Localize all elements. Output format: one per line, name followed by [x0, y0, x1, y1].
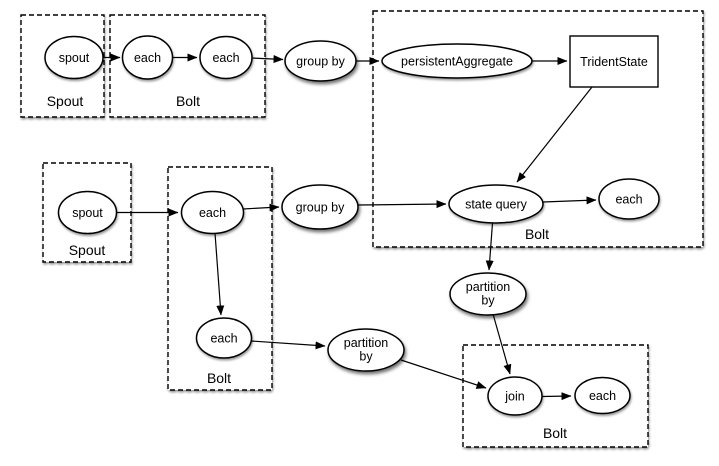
node-each-b1: each [180, 190, 245, 235]
node-partition-by-b-shape [327, 328, 405, 372]
node-each-a1-shape [121, 35, 174, 80]
edges [103, 53, 597, 401]
node-each-state-shape [598, 178, 660, 220]
container-bolt-a-label: Bolt [176, 93, 200, 109]
node-state-query-label: state query [465, 198, 528, 212]
node-each-b2-label: each [210, 332, 237, 346]
node-persistent-aggregate: persistentAggregate [381, 43, 533, 79]
node-join-shape [487, 376, 543, 416]
container-bolt-state-label: Bolt [525, 226, 549, 242]
node-spout-a: spout [44, 35, 104, 80]
edge-partitionByB-join [400, 359, 487, 389]
node-join-label: join [504, 390, 525, 404]
node-each-a2-label: each [212, 51, 239, 65]
node-group-by-a-shape [284, 40, 357, 82]
node-spout-a-label: spout [59, 51, 90, 65]
node-each-a2-shape [199, 35, 253, 80]
node-each-join-label: each [589, 389, 616, 403]
node-join: join [487, 376, 543, 416]
edge-eachB2-partitionByB [250, 340, 326, 350]
edge-tridentState-stateQuery [516, 86, 593, 183]
node-each-join: each [574, 376, 631, 415]
node-spout-a-shape [44, 35, 104, 80]
node-persistent-aggregate-shape [381, 43, 533, 79]
node-spout-b: spout [57, 190, 118, 235]
container-bolt-join-label: Bolt [543, 425, 567, 441]
node-state-query: state query [448, 184, 544, 224]
node-each-b2-shape [195, 317, 253, 359]
node-each-b1-label: each [199, 206, 226, 220]
node-group-by-a: group by [284, 40, 357, 82]
node-partition-by-a-shape [449, 272, 527, 316]
container-spout-b-label: Spout [69, 242, 106, 258]
node-group-by-b: group by [281, 184, 359, 230]
edge-eachB1-eachB2 [214, 232, 225, 316]
node-group-by-b-label: group by [296, 201, 345, 215]
node-trident-state-shape [569, 35, 659, 88]
edge-groupByB-stateQuery [357, 200, 447, 209]
node-group-by-a-label: group by [296, 55, 345, 69]
node-each-state-label: each [615, 193, 642, 207]
edge-join-eachJoin [541, 392, 572, 401]
node-trident-state: TridentState [569, 35, 659, 88]
node-each-join-shape [574, 376, 631, 415]
container-bolt-b-label: Bolt [207, 370, 231, 386]
node-each-b1-shape [180, 190, 245, 235]
edge-eachA2-groupByA [251, 55, 284, 64]
node-each-a2: each [199, 35, 253, 80]
node-each-state: each [598, 178, 660, 220]
node-group-by-b-shape [281, 184, 359, 230]
edge-stateQuery-partitionByA [485, 222, 494, 271]
node-each-b2: each [195, 317, 253, 359]
edge-partitionByA-join [492, 313, 512, 375]
node-spout-b-label: spout [72, 206, 103, 220]
node-state-query-shape [448, 184, 544, 224]
container-spout-a-label: Spout [47, 93, 84, 109]
node-spout-b-shape [57, 190, 118, 235]
node-trident-state-label: TridentState [580, 55, 648, 69]
node-persistent-aggregate-label: persistentAggregate [401, 55, 513, 69]
node-each-a1: each [121, 35, 174, 80]
edge-stateQuery-eachState [542, 196, 597, 205]
node-each-a1-label: each [134, 51, 161, 65]
edge-eachB1-groupByB [242, 203, 280, 212]
